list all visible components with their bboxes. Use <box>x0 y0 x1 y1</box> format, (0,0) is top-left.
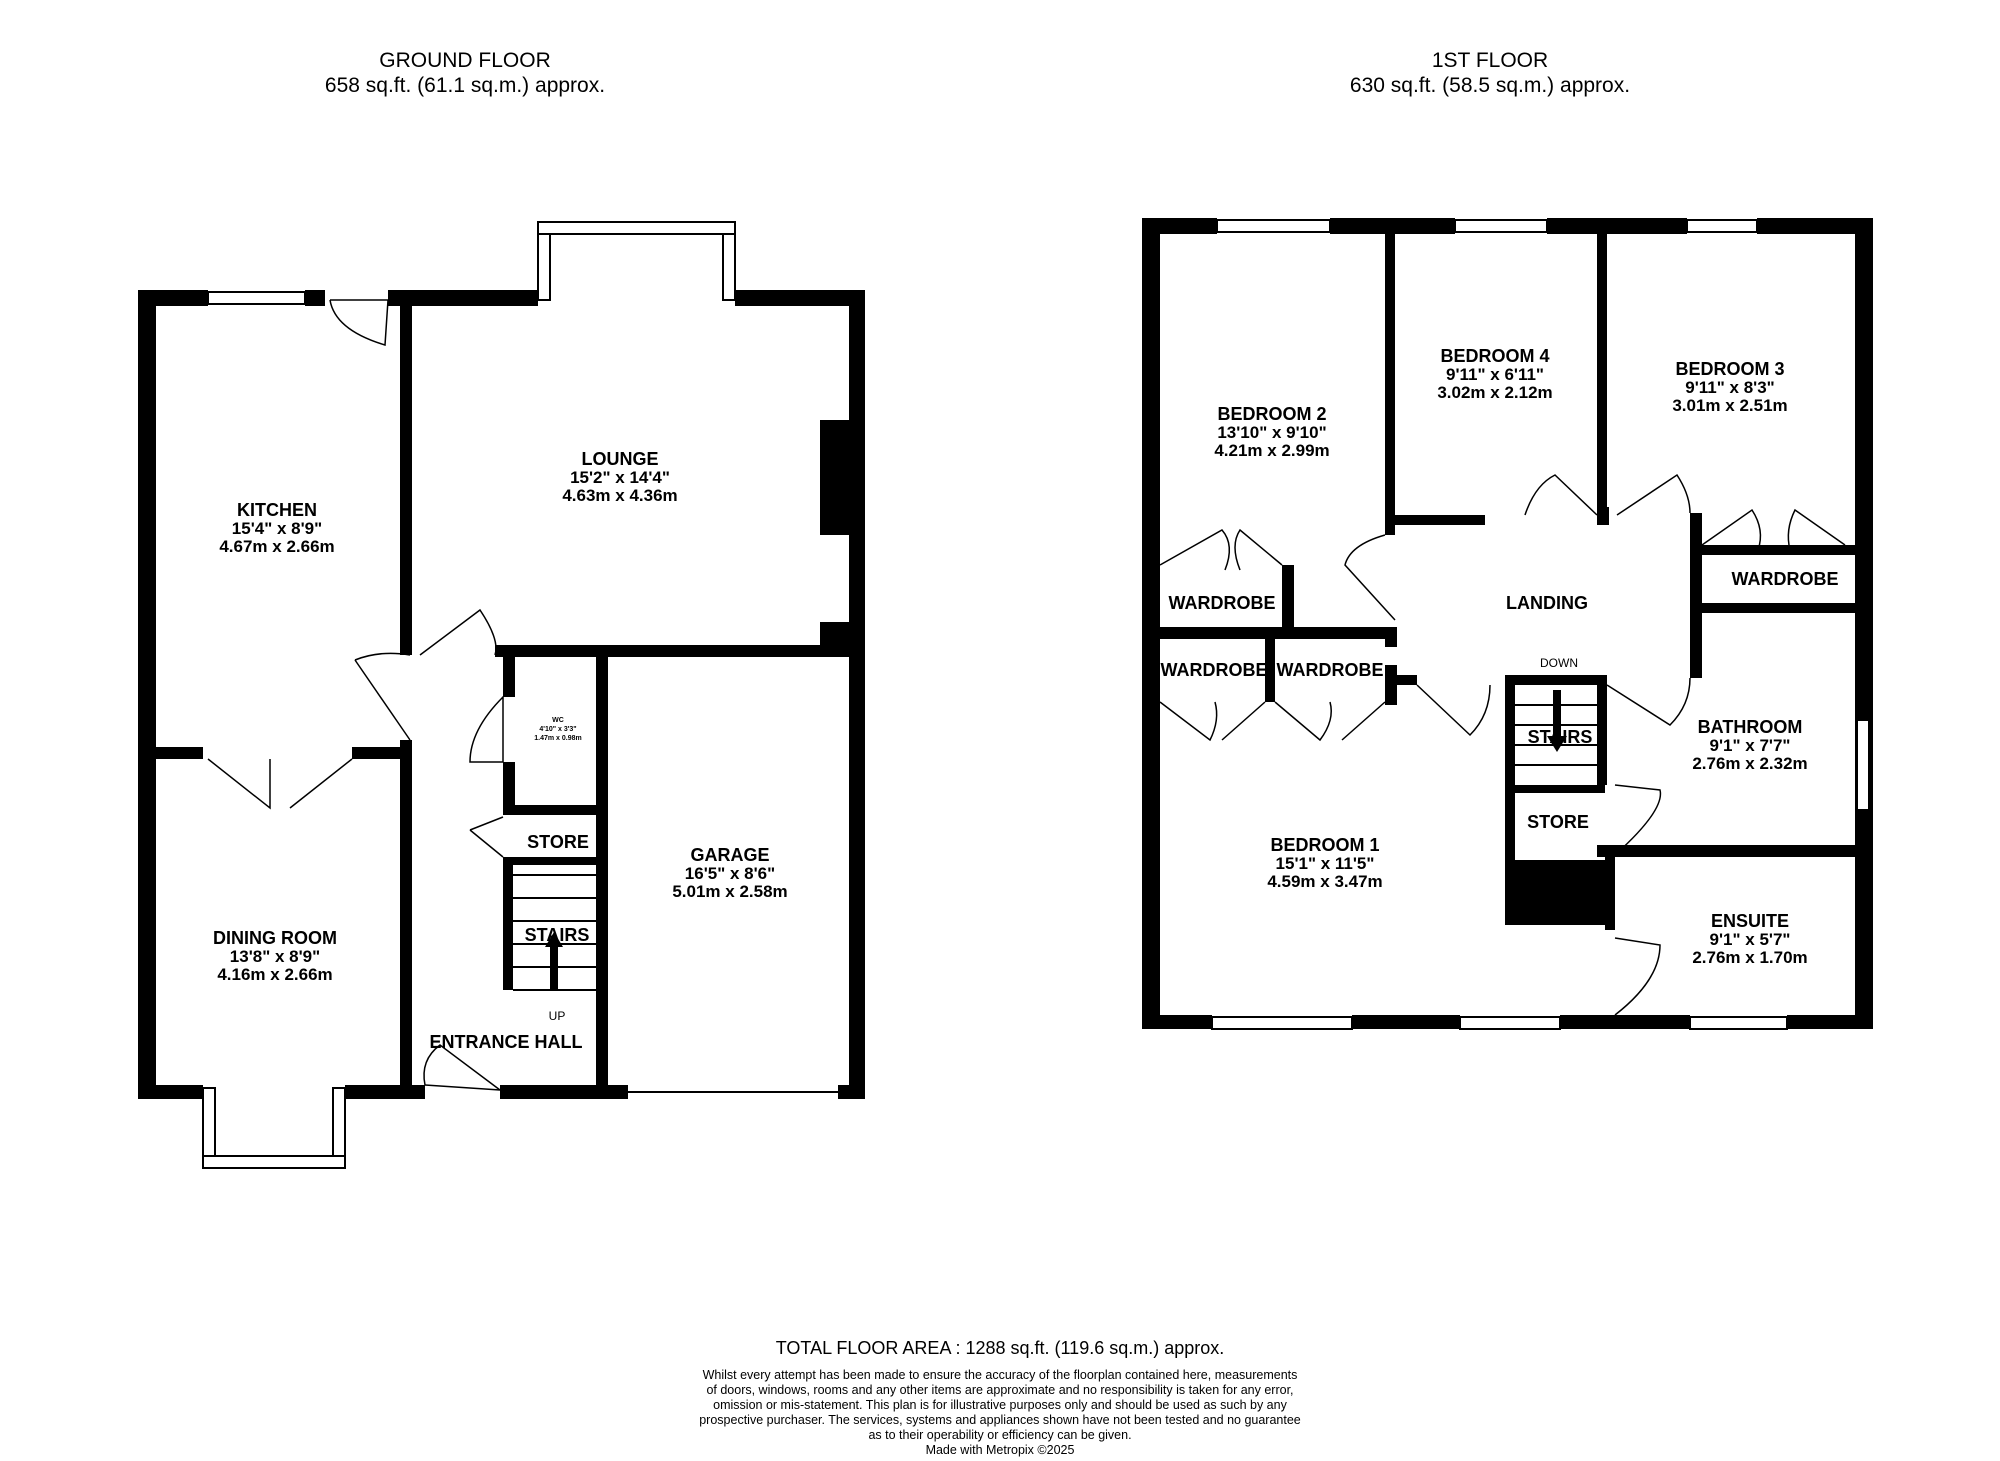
ground-floor-windows <box>202 221 838 1169</box>
lounge-metric: 4.63m x 4.36m <box>562 486 677 505</box>
kitchen-metric: 4.67m x 2.66m <box>219 537 334 556</box>
garage-metric: 5.01m x 2.58m <box>672 882 787 901</box>
bedroom3-name: BEDROOM 3 <box>1675 359 1784 379</box>
first-stairs-direction: DOWN <box>1540 656 1578 670</box>
landing-label: LANDING <box>1506 593 1588 613</box>
bedroom2-metric: 4.21m x 2.99m <box>1214 441 1329 460</box>
bathroom-imperial: 9'1" x 7'7" <box>1710 736 1791 755</box>
ground-store-label: STORE <box>527 832 589 852</box>
wardrobe-label-bedroom1-right: WARDROBE <box>1277 660 1384 680</box>
ground-floor-labels: KITCHEN 15'4" x 8'9" 4.67m x 2.66m LOUNG… <box>213 449 788 1052</box>
wc-metric: 1.47m x 0.98m <box>534 735 581 742</box>
ground-floor-heading: GROUND FLOOR 658 sq.ft. (61.1 sq.m.) app… <box>265 48 665 98</box>
kitchen-name: KITCHEN <box>237 500 317 520</box>
kitchen-imperial: 15'4" x 8'9" <box>232 519 322 538</box>
bedroom4-imperial: 9'11" x 6'11" <box>1446 365 1544 384</box>
bedroom3-metric: 3.01m x 2.51m <box>1672 396 1787 415</box>
disclaimer-line: Whilst every attempt has been made to en… <box>702 1368 1298 1382</box>
ground-stairs-direction: UP <box>549 1009 566 1023</box>
disclaimer: Whilst every attempt has been made to en… <box>600 1368 1400 1458</box>
disclaimer-line: prospective purchaser. The services, sys… <box>699 1413 1301 1427</box>
garage-imperial: 16'5" x 8'6" <box>685 864 775 883</box>
ensuite-name: ENSUITE <box>1711 911 1789 931</box>
disclaimer-line: of doors, windows, rooms and any other i… <box>706 1383 1294 1397</box>
first-floor-labels: BEDROOM 2 13'10" x 9'10" 4.21m x 2.99m B… <box>1161 346 1839 967</box>
bedroom3-imperial: 9'11" x 8'3" <box>1685 378 1774 397</box>
entrance-hall-label: ENTRANCE HALL <box>430 1032 583 1052</box>
wc-imperial: 4'10" x 3'3" <box>539 726 576 733</box>
first-floor-doors <box>1159 473 1846 1016</box>
first-floor-windows <box>1211 219 1870 1030</box>
lounge-imperial: 15'2" x 14'4" <box>570 468 670 487</box>
first-stairs-arrow-icon <box>1547 690 1567 752</box>
lounge-name: LOUNGE <box>581 449 658 469</box>
metropix-credit: Made with Metropix ©2025 <box>925 1443 1075 1457</box>
first-floor-plan <box>1142 218 1873 1030</box>
dining-metric: 4.16m x 2.66m <box>217 965 332 984</box>
ground-stairs-label: STAIRS <box>525 925 590 945</box>
bathroom-name: BATHROOM <box>1698 717 1803 737</box>
first-floor-heading: 1ST FLOOR 630 sq.ft. (58.5 sq.m.) approx… <box>1290 48 1690 98</box>
total-floor-area: TOTAL FLOOR AREA : 1288 sq.ft. (119.6 sq… <box>775 1338 1225 1358</box>
bedroom2-name: BEDROOM 2 <box>1217 404 1326 424</box>
ground-floor-area: 658 sq.ft. (61.1 sq.m.) approx. <box>324 74 606 97</box>
dining-imperial: 13'8" x 8'9" <box>230 947 320 966</box>
ensuite-metric: 2.76m x 1.70m <box>1692 948 1807 967</box>
bathroom-metric: 2.76m x 2.32m <box>1692 754 1807 773</box>
garage-name: GARAGE <box>690 845 769 865</box>
disclaimer-line: as to their operability or efficiency ca… <box>868 1428 1132 1442</box>
wardrobe-label-bedroom1-left: WARDROBE <box>1161 660 1268 680</box>
wc-name: WC <box>552 717 564 724</box>
dining-name: DINING ROOM <box>213 928 337 948</box>
first-store-label: STORE <box>1527 812 1589 832</box>
first-stairs-label: STAIRS <box>1528 727 1593 747</box>
first-floor-area: 630 sq.ft. (58.5 sq.m.) approx. <box>1349 74 1631 97</box>
first-floor-walls <box>1142 218 1873 1029</box>
first-floor-title: 1ST FLOOR <box>1431 49 1549 72</box>
ground-stairs-arrow-icon <box>545 932 563 990</box>
bedroom1-metric: 4.59m x 3.47m <box>1267 872 1382 891</box>
bedroom1-imperial: 15'1" x 11'5" <box>1276 854 1375 873</box>
wardrobe-label-bedroom3: WARDROBE <box>1732 569 1839 589</box>
bedroom1-name: BEDROOM 1 <box>1270 835 1379 855</box>
wardrobe-label-bedroom2: WARDROBE <box>1169 593 1276 613</box>
bedroom4-metric: 3.02m x 2.12m <box>1437 383 1552 402</box>
ground-floor-title: GROUND FLOOR <box>379 49 551 72</box>
bedroom2-imperial: 13'10" x 9'10" <box>1217 423 1326 442</box>
ground-floor-plan <box>138 221 865 1169</box>
bedroom4-name: BEDROOM 4 <box>1440 346 1549 366</box>
ensuite-imperial: 9'1" x 5'7" <box>1710 930 1791 949</box>
ground-floor-doors <box>207 299 504 1091</box>
disclaimer-line: omission or mis-statement. This plan is … <box>713 1398 1287 1412</box>
ground-floor-walls <box>138 290 865 1099</box>
